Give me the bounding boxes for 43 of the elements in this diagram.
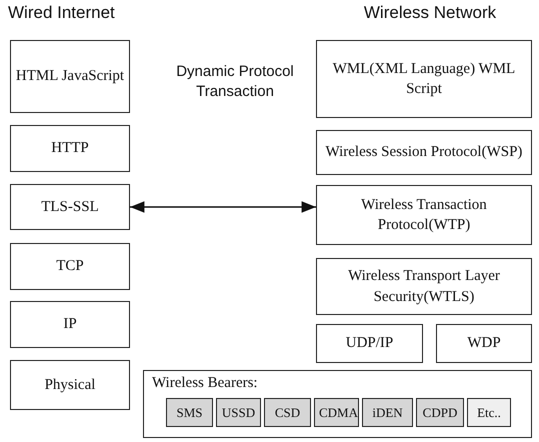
- note-text: Dynamic Protocol Transaction: [175, 62, 295, 101]
- layer-label: Wireless Session Protocol(WSP): [326, 143, 522, 162]
- protocol-box: [10, 125, 130, 172]
- layer-label: UDP/IP: [346, 334, 394, 354]
- double-arrow: [130, 201, 316, 213]
- layer-label: Wireless Bearers:: [152, 374, 258, 393]
- column-heading: Wired Internet: [8, 2, 116, 24]
- layer-label: Wireless Transport Layer Security(WTLS): [347, 267, 501, 306]
- layer-label: USSD: [222, 404, 256, 422]
- bearer-box: [416, 398, 464, 427]
- bearer-box: [216, 398, 261, 427]
- layer-label: WDP: [467, 334, 501, 354]
- layer-label: HTML JavaScript: [16, 67, 124, 86]
- layer-label: iDEN: [372, 404, 403, 422]
- protocol-box: [10, 243, 130, 290]
- protocol-box: [436, 324, 532, 363]
- protocol-box: [316, 40, 532, 118]
- layer-label: HTTP: [51, 139, 89, 158]
- layer-label: IP: [63, 315, 77, 334]
- protocol-box: [10, 40, 130, 113]
- bearer-box: [467, 398, 511, 427]
- bearer-box: [362, 398, 413, 427]
- layer-label: TLS-SSL: [41, 198, 99, 217]
- group-box: [143, 370, 532, 438]
- protocol-box: [316, 130, 532, 175]
- layer-label: TCP: [56, 257, 84, 276]
- protocol-box: [316, 324, 423, 363]
- protocol-box: [10, 301, 130, 348]
- bearer-box: [264, 398, 311, 427]
- column-heading: Wireless Network: [362, 2, 498, 24]
- layer-label: CDPD: [422, 404, 458, 422]
- bearer-box: [314, 398, 359, 427]
- layer-label: Physical: [44, 376, 96, 395]
- layer-label: CSD: [274, 404, 300, 422]
- layer-label: WML(XML Language) WML Script: [332, 60, 516, 99]
- protocol-box: [10, 360, 130, 410]
- layer-label: Etc..: [477, 404, 501, 422]
- bearer-box: [166, 398, 213, 427]
- layer-label: Wireless Transaction Protocol(WTP): [360, 196, 488, 235]
- protocol-box: [10, 184, 130, 230]
- layer-label: SMS: [176, 404, 203, 422]
- protocol-box: [316, 185, 532, 245]
- protocol-box: [316, 258, 532, 315]
